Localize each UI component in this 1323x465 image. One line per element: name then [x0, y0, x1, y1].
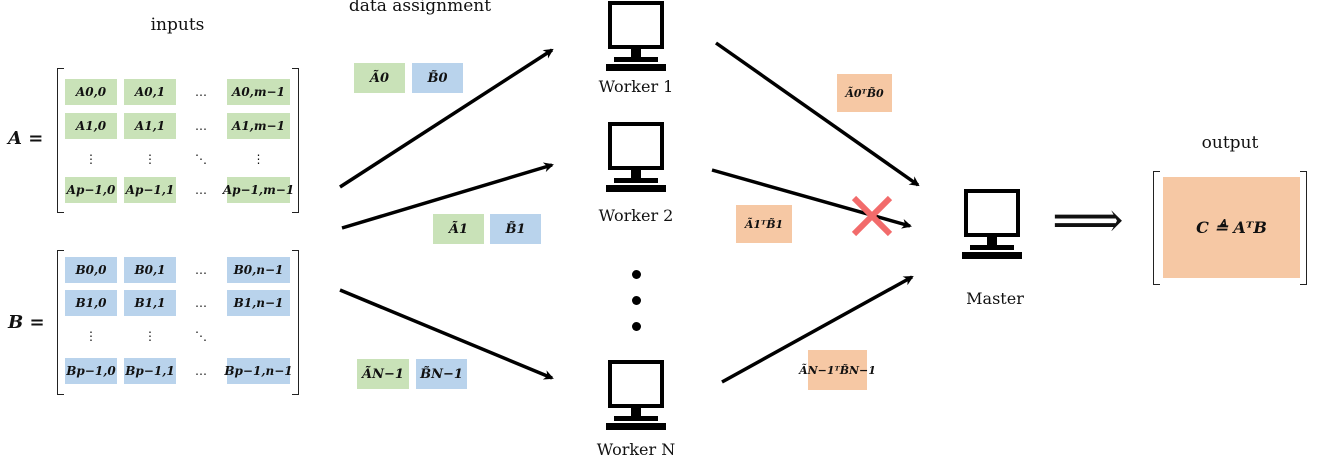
matrix-a-cell: ⋮: [144, 152, 156, 166]
worker-1-label: Worker 1: [598, 77, 674, 96]
matrix-a-cell: …: [195, 119, 207, 133]
matrix-a-cell: A1,m−1: [227, 113, 290, 139]
ellipsis-dot: [632, 296, 641, 305]
matrix-b-cell: B0,1: [124, 257, 176, 283]
ellipsis-dot: [632, 322, 641, 331]
matrix-a-cell: A1,0: [65, 113, 117, 139]
arrow-worker-2-to-master: [711, 168, 912, 229]
assignment-b-chip: B̃0: [412, 63, 463, 93]
matrix-a-cell: …: [195, 183, 207, 197]
matrix-a-cell: Ap−1,1: [124, 177, 176, 203]
matrix-a-cell: A0,1: [124, 79, 176, 105]
matrix-a-label: A =: [8, 128, 44, 149]
arrow-worker-n-to-master: [721, 275, 914, 384]
assignment-b-chip: B̃1: [490, 214, 541, 244]
matrix-b-cell: Bp−1,0: [65, 358, 117, 384]
straggler-cross-icon: [850, 194, 894, 238]
master-label: Master: [966, 289, 1024, 308]
matrix-a-cell: ⋮: [252, 152, 265, 166]
matrix-a-cell: …: [195, 85, 207, 99]
matrix-b-cell: B1,1: [124, 290, 176, 316]
arrow-worker-1-to-master: [714, 41, 920, 187]
arrow-to-worker-1: [339, 48, 554, 189]
matrix-b-cell: Bp−1,n−1: [224, 358, 293, 384]
matrix-b-cell: …: [195, 296, 207, 310]
matrix-b-cell: Bp−1,1: [124, 358, 176, 384]
assignment-a-chip: ÃN−1: [357, 359, 409, 389]
assignment-b-chip: B̃N−1: [416, 359, 467, 389]
result-chip: Ã0ᵀB̃0: [837, 74, 892, 112]
worker-1-computer-icon: [604, 0, 668, 79]
matrix-a-cell: Ap−1,m−1: [223, 177, 294, 203]
output-title: output: [1201, 133, 1259, 153]
matrix-b-label: B =: [8, 312, 45, 333]
matrix-b-cell: …: [195, 263, 207, 277]
matrix-a-cell: ⋮: [85, 152, 97, 166]
output-left-bracket: [1153, 171, 1160, 285]
matrix-a-cell: ⋱: [195, 152, 207, 166]
matrix-b-cell: B0,0: [65, 257, 117, 283]
matrix-b-left-bracket: [57, 250, 64, 395]
output-right-bracket: [1300, 171, 1307, 285]
worker-n-label: Worker N: [596, 440, 676, 459]
matrix-a-right-bracket: [292, 68, 299, 213]
matrix-a-cell: Ap−1,0: [65, 177, 117, 203]
inputs-title: inputs: [150, 15, 205, 35]
matrix-b-cell: B1,0: [65, 290, 117, 316]
worker-2-computer-icon: [604, 120, 668, 200]
data-assignment-title: data assignment: [348, 0, 492, 16]
matrix-a-cell: A1,1: [124, 113, 176, 139]
matrix-b-cell: ⋮: [144, 329, 156, 343]
arrow-to-worker-2: [341, 162, 554, 230]
matrix-b-cell: B1,n−1: [227, 290, 290, 316]
master-computer-icon: [960, 187, 1024, 267]
matrix-a-left-bracket: [57, 68, 64, 213]
matrix-b-cell: ⋮: [85, 329, 97, 343]
implies-arrow: ⟹: [1052, 191, 1124, 249]
result-chip: ÃN−1ᵀB̃N−1: [799, 350, 876, 390]
output-box: C ≜ AᵀB: [1163, 177, 1300, 278]
assignment-a-chip: Ã1: [433, 214, 484, 244]
worker-2-label: Worker 2: [598, 206, 674, 225]
matrix-b-cell: B0,n−1: [227, 257, 290, 283]
matrix-b-cell: ⋱: [195, 329, 207, 343]
matrix-a-cell: A0,0: [65, 79, 117, 105]
matrix-b-right-bracket: [292, 250, 299, 395]
matrix-a-cell: A0,m−1: [227, 79, 290, 105]
worker-n-computer-icon: [604, 358, 668, 438]
ellipsis-dot: [632, 270, 641, 279]
result-chip: Ã1ᵀB̃1: [736, 205, 792, 243]
assignment-a-chip: Ã0: [354, 63, 405, 93]
arrow-to-worker-n: [339, 288, 554, 380]
matrix-b-cell: …: [195, 364, 207, 378]
